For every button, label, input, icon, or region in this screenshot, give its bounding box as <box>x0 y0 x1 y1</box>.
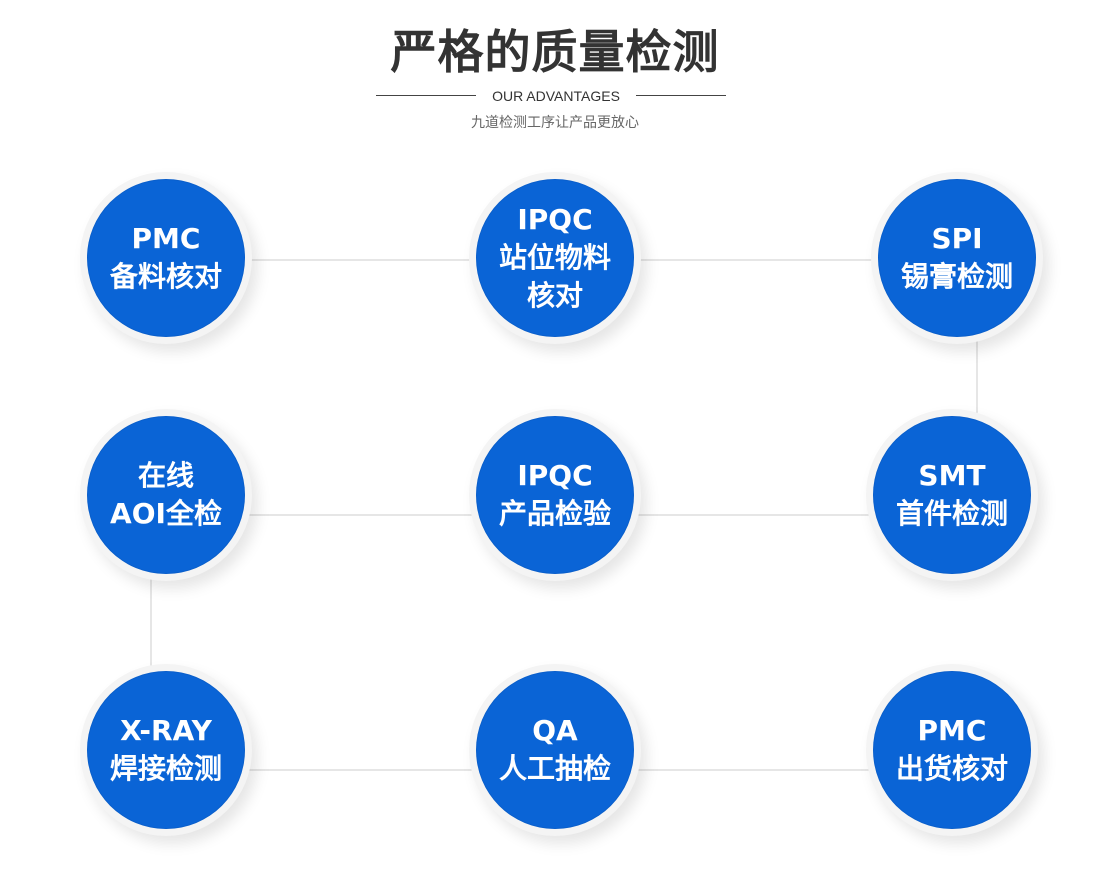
right-divider <box>636 95 726 96</box>
step-circle: PMC 备料核对 <box>87 179 245 337</box>
step-code: X-RAY <box>120 714 212 747</box>
step-code: PMC <box>917 714 987 747</box>
step-node-ipqc-station-check: IPQC 站位物料 核对 <box>469 172 641 344</box>
step-circle: PMC 出货核对 <box>873 671 1031 829</box>
step-code: QA <box>532 714 578 747</box>
left-divider <box>376 95 476 96</box>
step-label: 站位物料 <box>498 241 611 274</box>
subtitle: OUR ADVANTAGES <box>492 88 620 104</box>
step-node-spi-solder-paste: SPI 锡膏检测 <box>871 172 1043 344</box>
step-code: SPI <box>931 222 983 255</box>
step-label: AOI全检 <box>110 497 222 530</box>
step-node-qa-sampling: QA 人工抽检 <box>469 664 641 836</box>
step-circle: QA 人工抽检 <box>476 671 634 829</box>
step-label: 焊接检测 <box>109 752 222 785</box>
step-circle: SMT 首件检测 <box>873 416 1031 574</box>
step-node-aoi-inspection: 在线 AOI全检 <box>80 409 252 581</box>
step-node-xray-solder-check: X-RAY 焊接检测 <box>80 664 252 836</box>
step-node-pmc-material-check: PMC 备料核对 <box>80 172 252 344</box>
step-label: 首件检测 <box>895 497 1008 530</box>
step-code: IPQC <box>517 203 593 236</box>
step-code: PMC <box>131 222 201 255</box>
subtitle-row: OUR ADVANTAGES <box>0 86 1110 106</box>
step-label: 出货核对 <box>895 752 1008 785</box>
step-code: IPQC <box>517 459 593 492</box>
step-label-extra: 核对 <box>526 279 583 312</box>
step-label: 锡膏检测 <box>900 260 1013 293</box>
step-circle: IPQC 产品检验 <box>476 416 634 574</box>
step-node-pmc-shipping-check: PMC 出货核对 <box>866 664 1038 836</box>
step-node-ipqc-product-check: IPQC 产品检验 <box>469 409 641 581</box>
step-label: 产品检验 <box>498 497 611 530</box>
step-circle: SPI 锡膏检测 <box>878 179 1036 337</box>
step-circle: 在线 AOI全检 <box>87 416 245 574</box>
step-circle: X-RAY 焊接检测 <box>87 671 245 829</box>
step-circle: IPQC 站位物料 核对 <box>476 179 634 337</box>
step-label: 备料核对 <box>109 260 222 293</box>
step-label: 人工抽检 <box>498 752 611 785</box>
header: 严格的质量检测 OUR ADVANTAGES 九道检测工序让产品更放心 <box>0 0 1110 150</box>
step-code: SMT <box>918 459 986 492</box>
step-node-smt-first-article: SMT 首件检测 <box>866 409 1038 581</box>
caption: 九道检测工序让产品更放心 <box>471 115 639 131</box>
page-title: 严格的质量检测 <box>390 25 720 79</box>
step-code: 在线 <box>137 459 194 492</box>
